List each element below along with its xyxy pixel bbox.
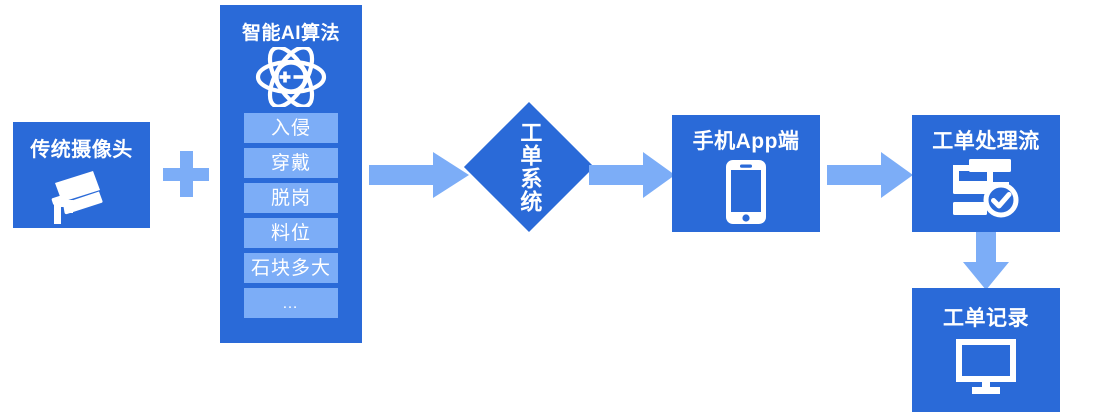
node-process-flow-label: 工单处理流	[932, 130, 1040, 153]
list-item[interactable]: 穿戴	[244, 148, 338, 178]
cctv-camera-icon	[49, 168, 115, 226]
arrow-process-flow-to-record	[963, 232, 1009, 290]
node-work-order-system[interactable]: 工单系统	[463, 101, 595, 233]
list-item[interactable]: 脱岗	[244, 183, 338, 213]
algorithm-list: 入侵 穿戴 脱岗 料位 石块多大 …	[220, 113, 362, 318]
list-item[interactable]: 入侵	[244, 113, 338, 143]
node-record-label: 工单记录	[943, 307, 1029, 330]
arrow-work-order-system-to-mobile-app	[589, 152, 675, 198]
arrow-mobile-app-to-process-flow	[827, 152, 913, 198]
desktop-monitor-icon	[955, 338, 1017, 394]
atom-icon	[255, 47, 327, 107]
node-mobile-app[interactable]: 手机App端	[672, 115, 820, 232]
node-mobile-app-label: 手机App端	[692, 130, 800, 153]
node-traditional-camera[interactable]: 传统摄像头	[13, 122, 150, 228]
process-checklist-icon	[951, 157, 1021, 219]
node-traditional-camera-label: 传统摄像头	[30, 139, 133, 161]
node-work-order-system-label: 工单系统	[517, 121, 543, 213]
node-ai-algorithm-label: 智能AI算法	[241, 23, 340, 44]
list-item[interactable]: …	[244, 288, 338, 318]
arrow-ai-to-work-order-system	[369, 152, 469, 198]
plus-icon	[163, 151, 209, 197]
node-process-flow[interactable]: 工单处理流	[912, 115, 1060, 232]
smartphone-icon	[724, 158, 768, 226]
list-item[interactable]: 石块多大	[244, 253, 338, 283]
node-record[interactable]: 工单记录	[912, 288, 1060, 412]
node-ai-algorithm[interactable]: 智能AI算法 入侵 穿戴 脱岗 料位 石块多大	[220, 5, 362, 343]
list-item[interactable]: 料位	[244, 218, 338, 248]
